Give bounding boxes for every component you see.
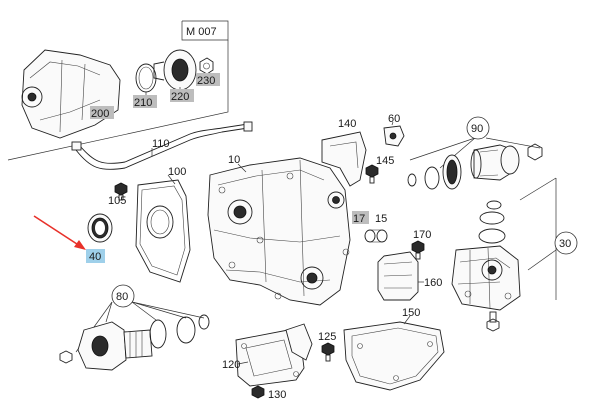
part-120-plate[interactable]: [235, 323, 313, 387]
part-200-housing[interactable]: [21, 49, 121, 139]
callout-210[interactable]: 210: [133, 95, 157, 109]
callout-170[interactable]: 170: [413, 229, 431, 241]
svg-text:17: 17: [353, 213, 365, 225]
part-80-front-output-group[interactable]: [59, 301, 210, 371]
callout-130[interactable]: 130: [268, 389, 286, 401]
callout-15[interactable]: 15: [375, 213, 387, 225]
part-125-bolt[interactable]: [321, 342, 335, 362]
callout-10[interactable]: 10: [228, 154, 240, 166]
part-90-output-group[interactable]: [407, 137, 543, 190]
svg-text:210: 210: [134, 97, 152, 109]
red-arrow-icon: [33, 215, 86, 250]
callout-230[interactable]: 230: [196, 73, 220, 87]
part-30-actuator-group[interactable]: [451, 177, 557, 332]
svg-text:200: 200: [91, 108, 109, 120]
callout-125[interactable]: 125: [318, 331, 336, 343]
callout-200[interactable]: 200: [90, 106, 114, 120]
part-15-sleeve[interactable]: [364, 229, 388, 243]
callout-140[interactable]: 140: [338, 118, 356, 130]
part-105-bolt[interactable]: [114, 182, 128, 201]
svg-text:220: 220: [171, 91, 189, 103]
callout-120[interactable]: 120: [222, 359, 240, 371]
part-100-gasket[interactable]: [135, 174, 191, 283]
callout-80-circle[interactable]: 80: [111, 284, 135, 308]
callout-220[interactable]: 220: [170, 89, 194, 103]
svg-text:30: 30: [559, 238, 571, 250]
part-170-bolt[interactable]: [411, 240, 425, 260]
svg-text:40: 40: [89, 251, 101, 263]
svg-text:90: 90: [471, 123, 483, 135]
part-145-bolt[interactable]: [365, 164, 379, 184]
part-130-bolt[interactable]: [251, 385, 265, 399]
part-110-vent-tube[interactable]: [71, 121, 253, 170]
part-40-seal-ring[interactable]: [87, 213, 113, 243]
part-140-bracket[interactable]: [321, 131, 367, 187]
callout-40[interactable]: 40: [86, 249, 105, 263]
callout-110[interactable]: 110: [152, 138, 170, 150]
callout-90-circle[interactable]: 90: [466, 116, 490, 140]
part-150-cover[interactable]: [343, 315, 445, 391]
callout-145[interactable]: 145: [376, 155, 394, 167]
callout-160[interactable]: 160: [424, 277, 442, 289]
part-160-control-unit[interactable]: [377, 251, 424, 301]
callout-100[interactable]: 100: [168, 166, 186, 178]
callout-30-circle[interactable]: 30: [554, 231, 578, 255]
callout-17[interactable]: 17: [352, 211, 369, 225]
group-m007-title: M 007: [186, 26, 217, 38]
part-220-flange[interactable]: [153, 49, 197, 91]
part-230-nut[interactable]: [199, 57, 214, 75]
part-10-transfer-case[interactable]: [207, 157, 351, 306]
callout-105[interactable]: 105: [108, 195, 126, 207]
callout-150[interactable]: 150: [402, 307, 420, 319]
callout-60[interactable]: 60: [388, 113, 400, 125]
part-210-ring[interactable]: [135, 63, 157, 97]
part-60-sensor[interactable]: [383, 121, 405, 147]
svg-text:80: 80: [116, 291, 128, 303]
svg-text:230: 230: [197, 75, 215, 87]
